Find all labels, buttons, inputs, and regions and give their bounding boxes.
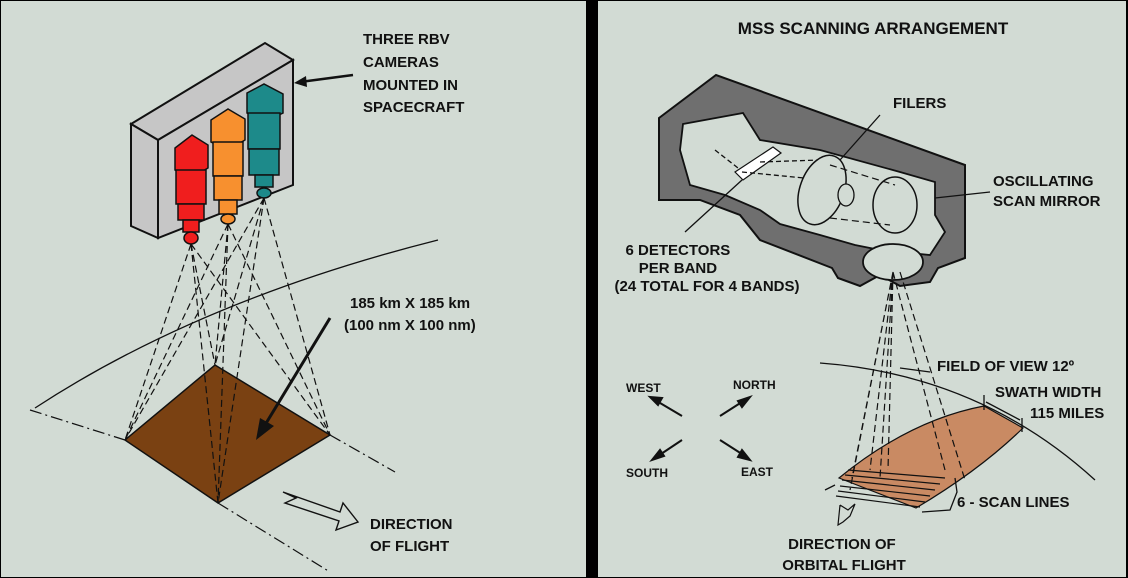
orbital-direction-arrow [837, 503, 856, 527]
teal-camera [246, 83, 284, 199]
mss-title: MSS SCANNING ARRANGEMENT [738, 19, 1009, 38]
earth-curve-right [819, 362, 1096, 481]
scan-mirror [872, 176, 918, 234]
fov-marker [899, 367, 931, 373]
orange-camera [210, 108, 246, 225]
compass-west: WEST [626, 381, 661, 395]
filters-pointer [839, 114, 881, 161]
scanner-optics [714, 146, 918, 234]
detectors-label: 6 DETECTORS PER BAND (24 TOTAL FOR 4 BAN… [614, 242, 799, 295]
compass [647, 394, 753, 463]
camera-view-rays [124, 197, 331, 504]
ground-track-lines [29, 409, 396, 573]
detector-array [734, 146, 783, 181]
field-of-view-label: FIELD OF VIEW 12º [937, 358, 1075, 375]
area-pointer-arrow [256, 317, 332, 440]
swath-width-label: SWATH WIDTH 115 MILES [995, 384, 1106, 422]
compass-north: NORTH [733, 378, 776, 392]
compass-east: EAST [741, 465, 774, 479]
red-camera [174, 134, 209, 245]
scan-lines-bracket [921, 477, 958, 513]
earth-curve [34, 239, 439, 409]
cameras-pointer-arrow [294, 73, 354, 87]
detectors-pointer [684, 179, 743, 233]
cameras-label: THREE RBV CAMERAS MOUNTED IN SPACECRAFT [363, 31, 464, 116]
filters-label: FILERS [893, 95, 946, 112]
scan-mirror-label: OSCILLATING SCAN MIRROR [993, 173, 1101, 210]
swath-area [837, 405, 1024, 509]
scan-lines [835, 469, 946, 508]
mss-panel: MSS SCANNING ARRANGEMENT [598, 1, 1126, 577]
direction-of-flight-arrow [282, 491, 360, 532]
mirror-pointer [934, 191, 991, 199]
orbital-direction-label: DIRECTION OF ORBITAL FLIGHT [782, 536, 906, 574]
coverage-area-label: 185 km X 185 km (100 nm X 100 nm) [344, 295, 476, 334]
compass-south: SOUTH [626, 466, 668, 480]
swath-width-marker [983, 395, 1023, 432]
rbv-panel: THREE RBV CAMERAS MOUNTED IN SPACECRAFT … [1, 1, 586, 577]
direction-of-flight-label: DIRECTION OF FLIGHT [370, 516, 457, 555]
scan-lines-label: 6 - SCAN LINES [957, 494, 1070, 511]
